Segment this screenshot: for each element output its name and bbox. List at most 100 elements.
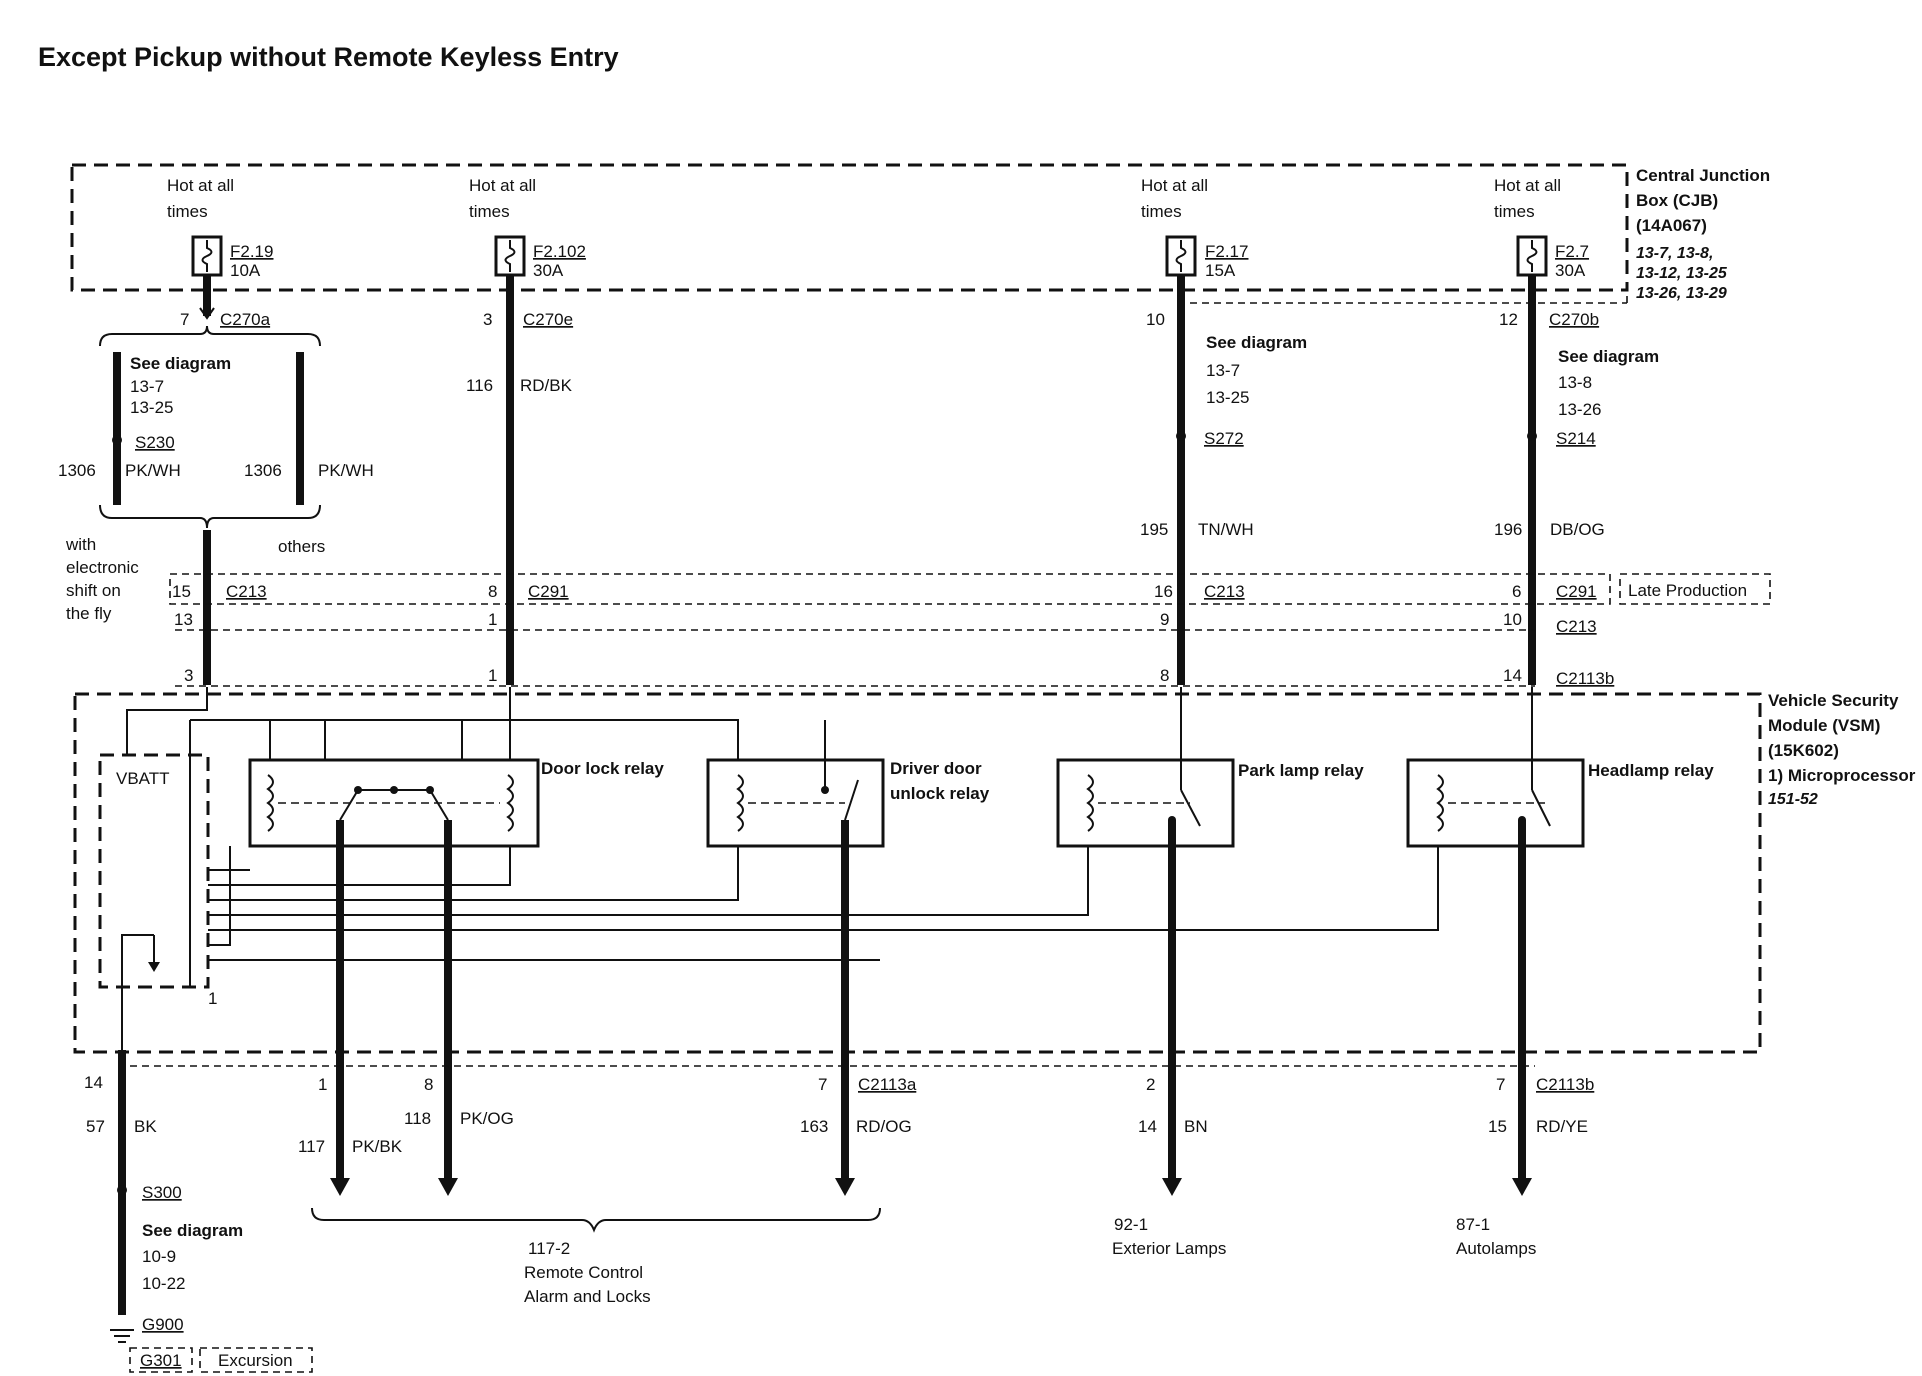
row-b-pin-4: 10: [1503, 610, 1522, 629]
park-lamp-relay: [1056, 758, 1235, 848]
branch3-splice: S272: [1204, 429, 1244, 448]
fuse-1-amps: 10A: [230, 261, 261, 280]
relay-1-label: Door lock relay: [541, 759, 664, 778]
micro-line-4: [208, 846, 1089, 916]
c2113b-pin-3: 8: [1160, 666, 1169, 685]
fuse-2-id: F2.102: [533, 242, 586, 261]
branch3-see: See diagram: [1206, 333, 1307, 352]
ground-ref-2: 10-22: [142, 1274, 185, 1293]
dest-1-line-2: Alarm and Locks: [524, 1287, 651, 1306]
row-b-pin-2: 1: [488, 610, 497, 629]
row-a-name-1: C213: [226, 582, 267, 601]
micro-line-5: [208, 846, 1439, 931]
out-1-pin: 14: [84, 1073, 103, 1092]
circ-116-color: RD/BK: [520, 376, 573, 395]
cjb-ref-3: 13-26, 13-29: [1636, 285, 1727, 302]
ground-icon: [110, 1329, 134, 1343]
svg-text:Hot at all: Hot at all: [1141, 176, 1208, 195]
conn-top-3-pin: 10: [1146, 310, 1165, 329]
cjb-ref-1: 13-7, 13-8,: [1636, 245, 1713, 262]
output-brace: [311, 1207, 881, 1233]
cjb-label-3: (14A067): [1636, 216, 1707, 235]
with-text-2: electronic: [66, 558, 139, 577]
relay-1-contact-c: [426, 786, 434, 794]
left-circ-a-color: PK/WH: [125, 461, 181, 480]
cjb-label-1: Central Junction: [1636, 166, 1770, 185]
svg-text:Hot at all: Hot at all: [469, 176, 536, 195]
ground-splice: S300: [142, 1183, 182, 1202]
excursion-box: [199, 1347, 313, 1373]
hot-label-1: Hot at all times: [167, 176, 234, 221]
fuse-1-id: F2.19: [230, 242, 273, 261]
splice-dot: [1527, 431, 1537, 441]
out-3-color: PK/OG: [460, 1109, 514, 1128]
fuse-icon: [494, 235, 526, 277]
row-b-pin-1: 13: [174, 610, 193, 629]
fuse-2-amps: 30A: [533, 261, 564, 280]
hot-label-3: Hot at all times: [1141, 176, 1208, 221]
c2113b-pin-1: 3: [184, 666, 193, 685]
dest-1-line-1: Remote Control: [524, 1263, 643, 1282]
out-3-pin: 8: [424, 1075, 433, 1094]
fuse-3-amps: 15A: [1205, 261, 1236, 280]
arrow-down-icon: [1162, 1178, 1182, 1196]
vsm-pin-1: 1: [208, 989, 217, 1008]
switch-icon: [1531, 789, 1551, 827]
micro-line-6: [208, 846, 231, 946]
coil-icon: [506, 774, 514, 832]
fuse-icon: [1516, 235, 1548, 277]
arrow-down-icon: [330, 1178, 350, 1196]
feed-vbatt: [126, 687, 208, 755]
row-a-pin-4: 6: [1512, 582, 1521, 601]
out-5-color: BN: [1184, 1117, 1208, 1136]
ground-excursion: Excursion: [218, 1351, 293, 1370]
svg-text:Hot at all: Hot at all: [167, 176, 234, 195]
row-a-pin-3: 16: [1154, 582, 1173, 601]
out-2-pin: 1: [318, 1075, 327, 1094]
fuse-icon: [1165, 235, 1197, 277]
circ-195-num: 195: [1140, 520, 1168, 539]
fuse-3-id: F2.17: [1205, 242, 1248, 261]
splice-dot: [112, 435, 122, 445]
vsm-label-4: 1) Microprocessor: [1768, 766, 1916, 785]
late-production-box: [1619, 573, 1771, 605]
out-6-connector: C2113b: [1536, 1075, 1594, 1094]
micro-line-2: [208, 846, 511, 886]
out-2-num: 117: [298, 1137, 325, 1156]
circ-116-num: 116: [466, 376, 493, 395]
svg-text:times: times: [469, 202, 510, 221]
relay-3-label: Park lamp relay: [1238, 761, 1364, 780]
left-see: See diagram: [130, 354, 231, 373]
dest-3-line-1: Autolamps: [1456, 1239, 1536, 1258]
row-b-pin-3: 9: [1160, 610, 1169, 629]
row-a-pin-1: 15: [172, 582, 191, 601]
conn-top-1-name: C270a: [220, 310, 271, 329]
out-4-connector: C2113a: [858, 1075, 917, 1094]
svg-text:times: times: [1494, 202, 1535, 221]
row-a-name-2: C291: [528, 582, 569, 601]
out-2-color: PK/BK: [352, 1137, 403, 1156]
relay-1-contact-a: [354, 786, 362, 794]
splice-dot: [1176, 431, 1186, 441]
out-5-pin: 2: [1146, 1075, 1155, 1094]
headlamp-relay: [1406, 758, 1585, 848]
arrow-down-icon: [438, 1178, 458, 1196]
others-text: others: [278, 537, 325, 556]
left-splice: S230: [135, 433, 175, 452]
vsm-label-1: Vehicle Security: [1768, 691, 1899, 710]
left-ref-1: 13-7: [130, 377, 164, 396]
vsm-label-3: (15K602): [1768, 741, 1839, 760]
branch-brace-top: [99, 325, 321, 347]
out-1-color: BK: [134, 1117, 157, 1136]
branch4-ref-2: 13-26: [1558, 400, 1601, 419]
dest-2-line-1: Exterior Lamps: [1112, 1239, 1226, 1258]
relay-2-label-1: Driver door: [890, 759, 982, 778]
branch-brace-bottom: [99, 504, 321, 529]
coil-icon: [266, 774, 274, 832]
door-lock-relay: [248, 758, 540, 848]
left-circ-b-color: PK/WH: [318, 461, 374, 480]
hot-label-2: Hot at all times: [469, 176, 536, 221]
fuse-icon: [191, 235, 223, 277]
relay-2-label-2: unlock relay: [890, 784, 990, 803]
